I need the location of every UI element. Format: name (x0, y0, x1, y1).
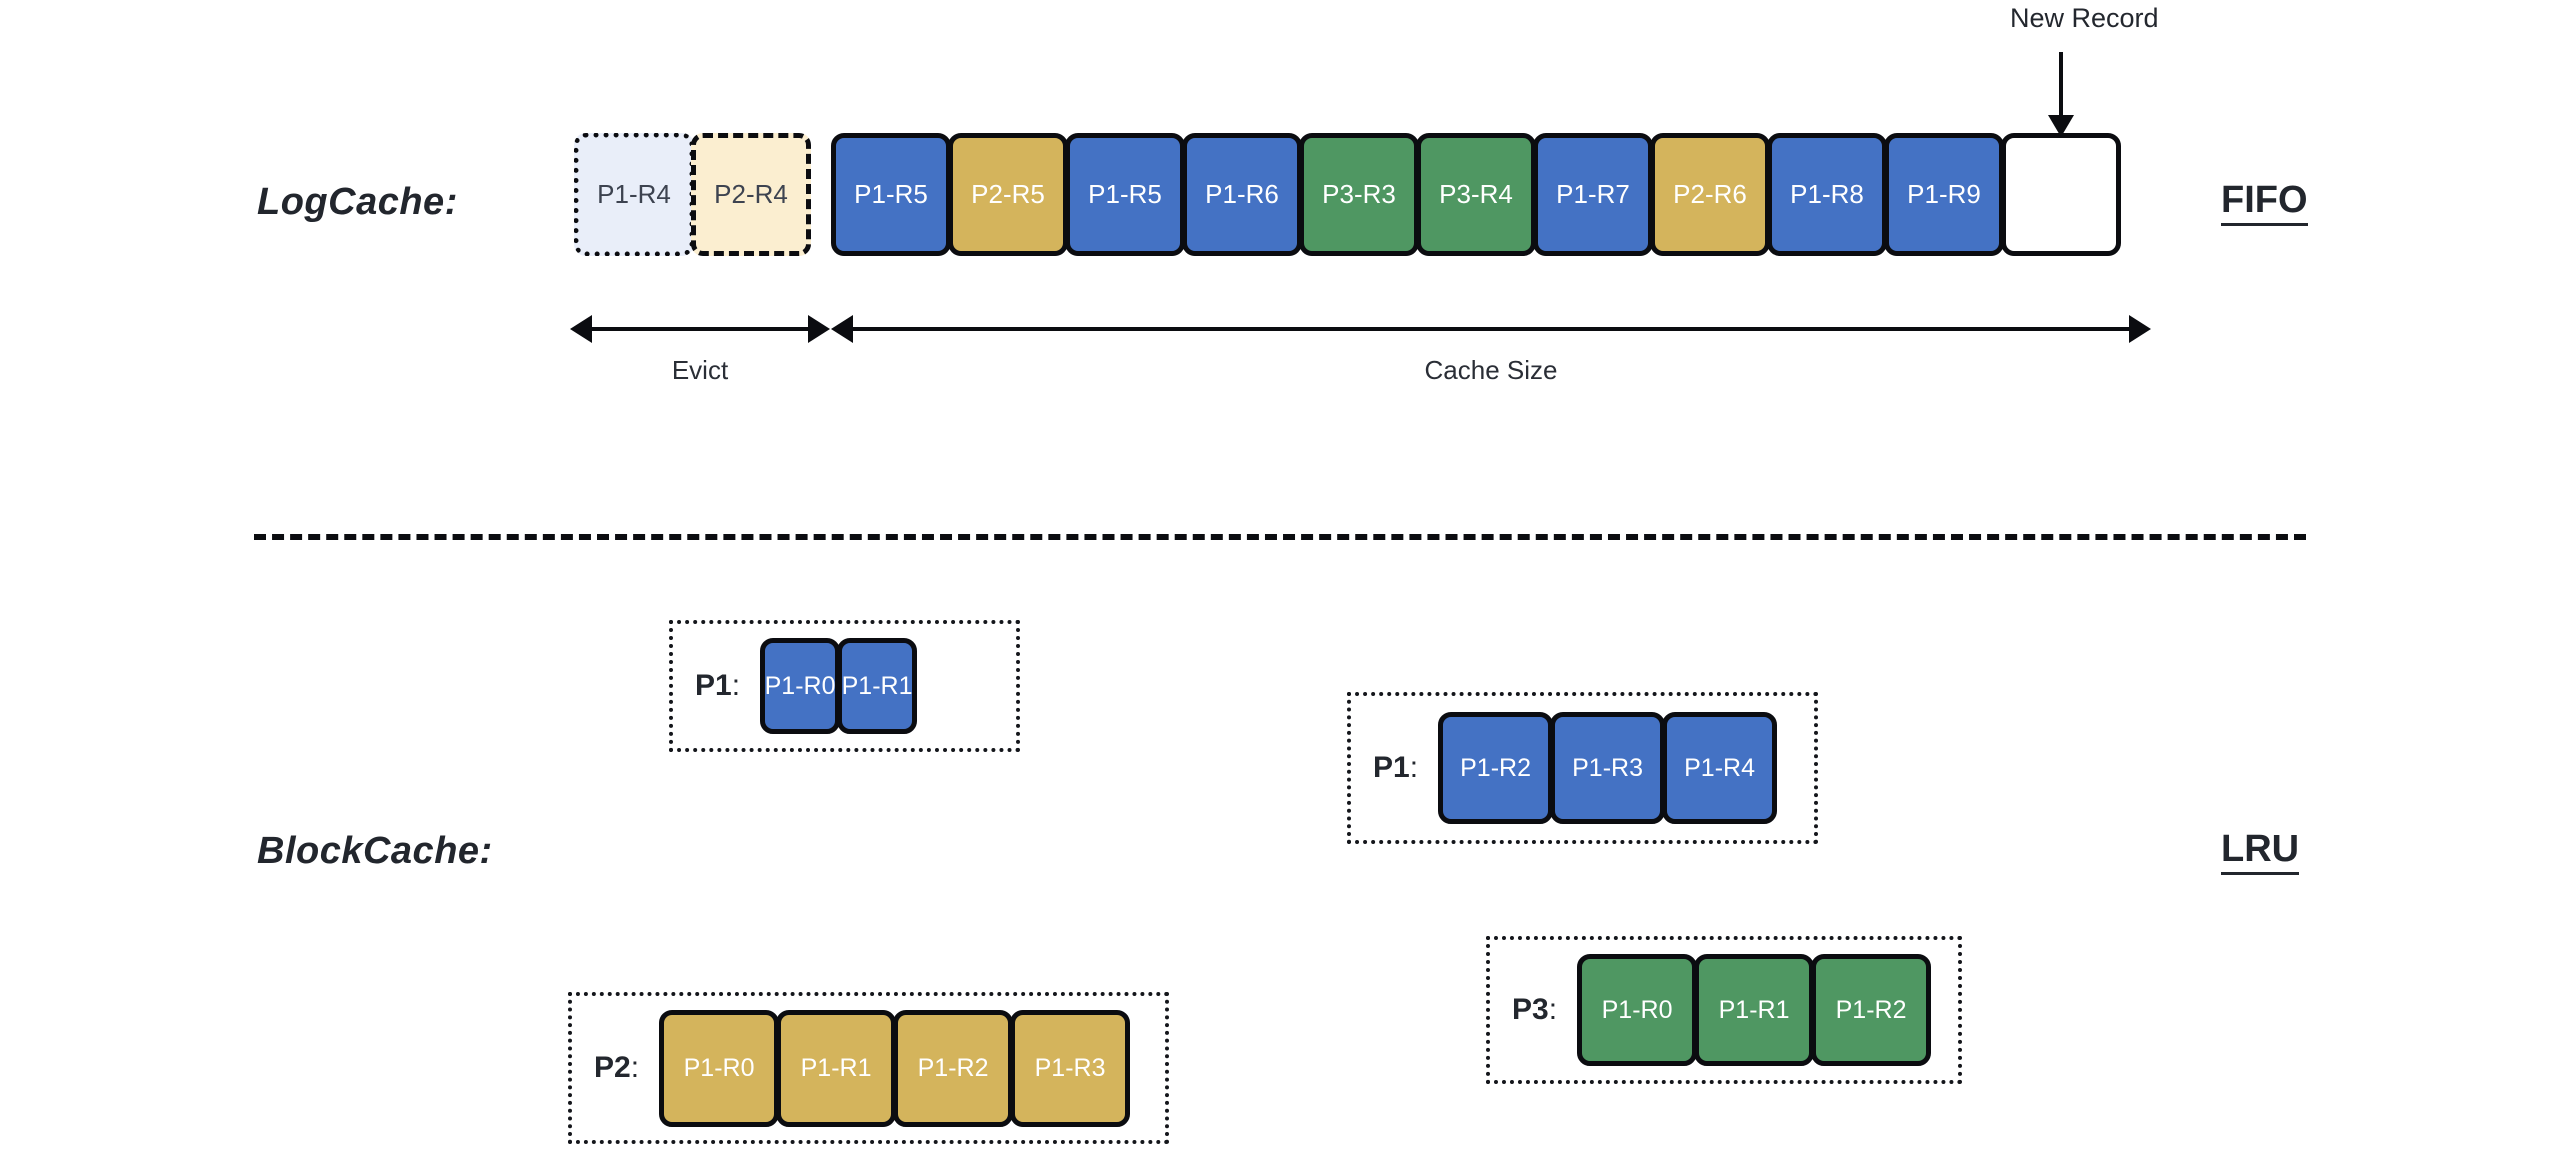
group-label-colon: : (1409, 751, 1419, 784)
logcache-record-cell[interactable]: P1-R5 (831, 133, 951, 256)
blocks-row: P1-R0 P1-R1 P1-R2 (1577, 954, 1932, 1066)
cache-block[interactable]: P1-R2 (1438, 712, 1554, 824)
cache-size-measure-label: Cache Size (1424, 355, 1558, 385)
group-label: P1: (695, 669, 740, 703)
section-divider (254, 534, 2306, 540)
new-record-arrow-shaft (2059, 52, 2063, 124)
logcache-record-cell[interactable]: P1-R9 (1884, 133, 2004, 256)
cache-block[interactable]: P1-R0 (760, 638, 841, 734)
cache-block[interactable]: P1-R1 (776, 1009, 897, 1127)
blocks-row: P1-R0 P1-R1 P1-R2 P1-R3 (659, 1009, 1131, 1127)
logcache-record-cell[interactable]: P2-R6 (1650, 133, 1770, 256)
logcache-empty-slot[interactable] (2001, 133, 2121, 256)
cache-block[interactable]: P1-R3 (1010, 1009, 1131, 1127)
blockcache-group[interactable]: P3: P1-R0 P1-R1 P1-R2 (1486, 936, 1962, 1084)
blockcache-title: BlockCache: (257, 830, 493, 872)
group-label-colon: : (630, 1051, 640, 1084)
logcache-record-cell[interactable]: P3-R3 (1299, 133, 1419, 256)
logcache-record-cell[interactable]: P2-R5 (948, 133, 1068, 256)
cache-block[interactable]: P1-R2 (1811, 954, 1932, 1066)
cache-size-arrow-right-icon (2129, 315, 2151, 343)
cache-block[interactable]: P1-R1 (1694, 954, 1815, 1066)
cache-block[interactable]: P1-R0 (659, 1009, 780, 1127)
evict-arrow-left-icon (570, 315, 592, 343)
blocks-row: P1-R0 P1-R1 (760, 638, 918, 734)
group-label: P2: (594, 1051, 639, 1085)
blockcache-group[interactable]: P2: P1-R0 P1-R1 P1-R2 P1-R3 (568, 992, 1169, 1144)
group-label-name: P2 (594, 1051, 631, 1084)
blockcache-group[interactable]: P1: P1-R2 P1-R3 P1-R4 (1347, 692, 1818, 844)
group-label-colon: : (731, 669, 741, 702)
logcache-record-cell[interactable]: P1-R8 (1767, 133, 1887, 256)
logcache-record-cell[interactable]: P3-R4 (1416, 133, 1536, 256)
group-label-colon: : (1548, 993, 1558, 1026)
evicted-record-cell[interactable]: P2-R4 (691, 133, 811, 256)
cache-block[interactable]: P1-R3 (1550, 712, 1666, 824)
group-label: P3: (1512, 993, 1557, 1027)
evict-measure-label: Evict (671, 355, 729, 385)
group-label-name: P1 (1373, 751, 1410, 784)
cache-size-arrow-left-icon (831, 315, 853, 343)
blockcache-group[interactable]: P1: P1-R0 P1-R1 (669, 620, 1020, 752)
blocks-row: P1-R2 P1-R3 P1-R4 (1438, 712, 1778, 824)
cache-size-measure-line (851, 327, 2131, 331)
logcache-record-cell[interactable]: P1-R7 (1533, 133, 1653, 256)
policy-badge-lru: LRU (2221, 830, 2300, 875)
new-record-arrow-head-icon (2048, 115, 2074, 137)
logcache-record-cell[interactable]: P1-R5 (1065, 133, 1185, 256)
group-label: P1: (1373, 751, 1418, 785)
policy-badge-fifo: FIFO (2221, 181, 2308, 226)
cache-block[interactable]: P1-R1 (837, 638, 918, 734)
evict-measure-line (590, 327, 810, 331)
logcache-title: LogCache: (257, 181, 458, 223)
cache-block[interactable]: P1-R4 (1662, 712, 1778, 824)
group-label-name: P3 (1512, 993, 1549, 1026)
evicted-record-cell[interactable]: P1-R4 (574, 133, 694, 256)
cache-block[interactable]: P1-R0 (1577, 954, 1698, 1066)
logcache-record-cell[interactable]: P1-R6 (1182, 133, 1302, 256)
group-label-name: P1 (695, 669, 732, 702)
new-record-label: New Record (2010, 3, 2159, 33)
evict-arrow-right-icon (808, 315, 830, 343)
cache-block[interactable]: P1-R2 (893, 1009, 1014, 1127)
